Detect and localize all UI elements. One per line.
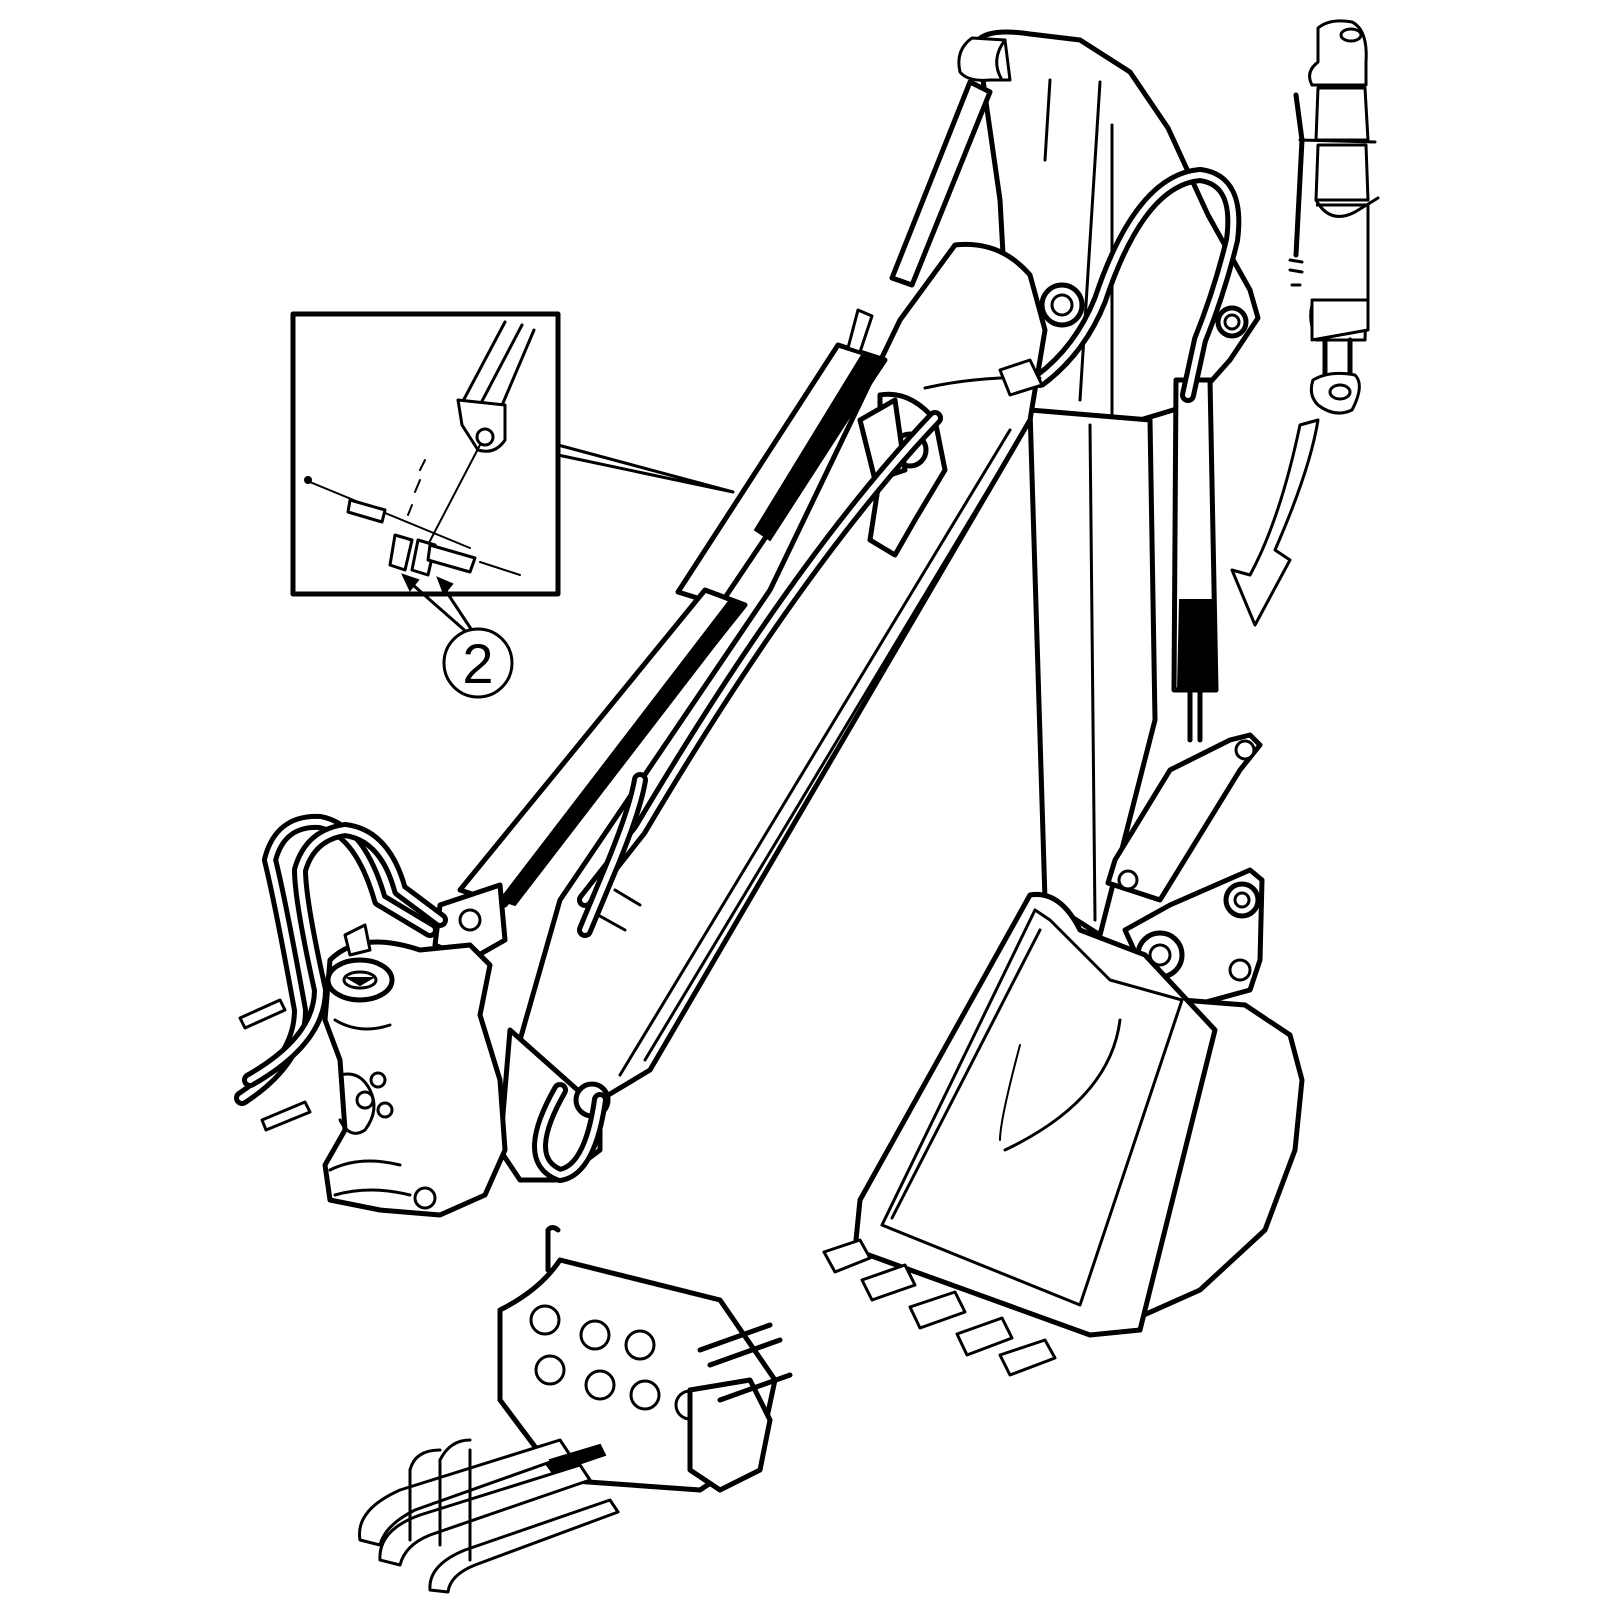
swing-post (238, 923, 508, 1218)
base-hoses (234, 813, 448, 1106)
control-valve-block (358, 1225, 793, 1594)
callout-2: 2 (401, 573, 514, 699)
dipper-cylinder-rod (889, 79, 993, 288)
arm-hose-loop (923, 167, 1242, 403)
bucket (822, 891, 1305, 1377)
callout-number: 2 (462, 632, 493, 695)
boom-hoses (577, 410, 943, 938)
bucket-cylinder-exploded (1230, 19, 1380, 627)
dipper-arm (957, 29, 1261, 938)
bucket-teeth (822, 1238, 1057, 1377)
callout-circle (442, 627, 514, 699)
boom-cylinder (432, 308, 888, 963)
detail-inset (290, 311, 735, 597)
bucket-cylinder (1171, 377, 1219, 743)
